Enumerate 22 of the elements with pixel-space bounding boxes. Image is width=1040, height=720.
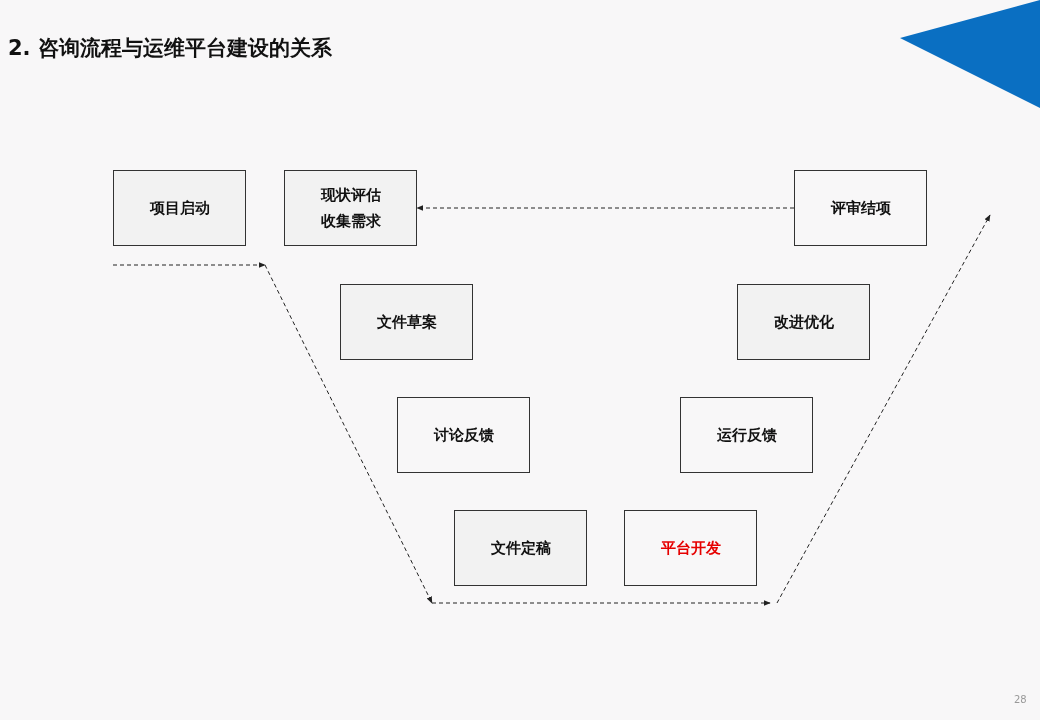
process-box bbox=[113, 170, 246, 246]
box-text: 文件定稿 bbox=[490, 538, 551, 559]
box-text: 现状评估 bbox=[320, 185, 381, 206]
box-text: 文件草案 bbox=[376, 312, 437, 333]
process-box bbox=[737, 284, 870, 360]
title: 2. 咨询流程与运维平台建设的关系 bbox=[8, 35, 332, 62]
process-box bbox=[794, 170, 927, 246]
box-text: 评审结项 bbox=[830, 198, 891, 219]
process-box bbox=[680, 397, 813, 473]
box-text: 运行反馈 bbox=[716, 425, 777, 446]
arrow bbox=[416, 205, 795, 211]
box-text: 收集需求 bbox=[320, 211, 381, 232]
box-text: 项目启动 bbox=[149, 198, 210, 219]
box-text: 平台开发 bbox=[660, 538, 721, 559]
process-box bbox=[340, 284, 473, 360]
process-box bbox=[397, 397, 530, 473]
process-box bbox=[284, 170, 417, 246]
page-number: 28 bbox=[1014, 694, 1027, 705]
box-text: 改进优化 bbox=[773, 312, 834, 333]
box-text: 讨论反馈 bbox=[433, 425, 494, 446]
process-box bbox=[624, 510, 757, 586]
process-box bbox=[454, 510, 587, 586]
